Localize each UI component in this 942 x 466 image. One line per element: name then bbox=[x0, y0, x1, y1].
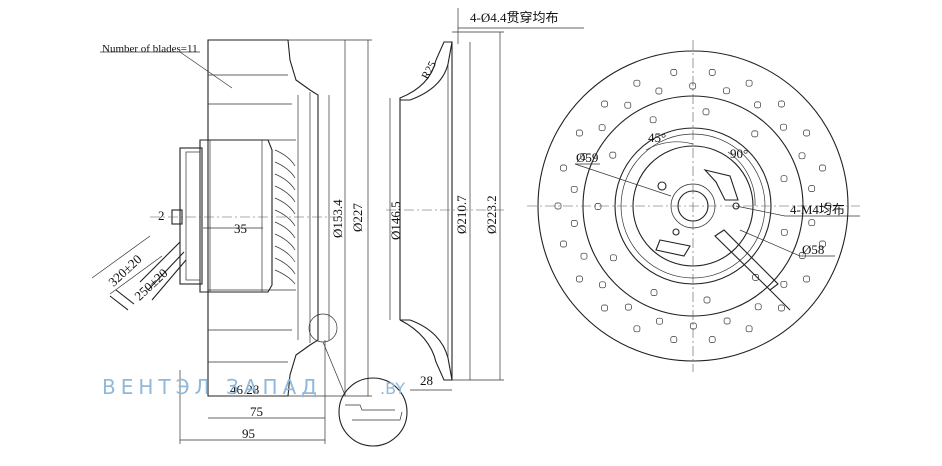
blade-slot bbox=[633, 79, 641, 87]
blade-slot bbox=[650, 289, 658, 296]
blade-slot bbox=[778, 304, 785, 312]
dim-146: Ø146.5 bbox=[388, 201, 403, 240]
blade-slot bbox=[803, 275, 810, 283]
front-view bbox=[527, 40, 860, 372]
blade-slot bbox=[624, 101, 632, 109]
blade-slot bbox=[752, 274, 759, 281]
blade-slot bbox=[708, 69, 716, 76]
blade-slot bbox=[576, 275, 583, 283]
blade-slot bbox=[803, 129, 810, 137]
blade-slot bbox=[598, 124, 606, 132]
section-view bbox=[386, 8, 584, 391]
blade-slot bbox=[601, 100, 608, 108]
blade-slot bbox=[745, 79, 753, 87]
blades-note: Number of blades=11 bbox=[102, 43, 198, 55]
angle-45: 45° bbox=[648, 130, 666, 145]
dim-153: Ø153.4 bbox=[330, 199, 345, 238]
blade-slot bbox=[751, 130, 759, 138]
blade-slot bbox=[754, 101, 761, 109]
dim-320: 320±20 bbox=[105, 251, 144, 289]
blade-slot bbox=[780, 123, 787, 131]
blade-slot bbox=[656, 317, 663, 325]
angle-90: 90° bbox=[730, 146, 748, 161]
blade-slot bbox=[703, 296, 711, 304]
dim-75: 75 bbox=[250, 404, 263, 419]
blade-slot bbox=[655, 87, 663, 95]
blade-slot bbox=[824, 202, 832, 210]
blade-slot bbox=[570, 185, 578, 193]
blade-slot bbox=[670, 336, 678, 343]
dim-28: 28 bbox=[420, 373, 433, 388]
dim-46: 46.28 bbox=[230, 382, 259, 397]
blade-slot bbox=[689, 322, 697, 330]
blade-slot bbox=[780, 175, 788, 183]
dia-58: Ø58 bbox=[802, 242, 824, 257]
blade-slot bbox=[580, 153, 588, 160]
blade-slot bbox=[580, 252, 588, 260]
side-view bbox=[91, 39, 408, 447]
blade-slot bbox=[601, 304, 608, 312]
blade-slot bbox=[798, 152, 806, 160]
blade-slot bbox=[570, 220, 578, 227]
blade-slot bbox=[610, 254, 617, 262]
blade-slot bbox=[708, 336, 716, 343]
blade-slot bbox=[560, 164, 567, 172]
blade-slot bbox=[599, 281, 606, 289]
blade-slot bbox=[723, 87, 730, 95]
blade-slot bbox=[808, 185, 816, 192]
dim-35: 35 bbox=[234, 221, 247, 236]
blade-slot bbox=[609, 151, 617, 159]
blade-slot bbox=[819, 240, 826, 248]
blade-slot bbox=[745, 325, 753, 333]
blade-slot bbox=[778, 100, 785, 108]
blade-slot bbox=[554, 202, 562, 210]
blade-slot bbox=[633, 325, 641, 333]
blade-slot bbox=[594, 203, 602, 210]
dim-210: Ø210.7 bbox=[454, 195, 469, 234]
blade-slot bbox=[723, 317, 731, 325]
blade-slot bbox=[808, 219, 816, 227]
blade-slot bbox=[819, 164, 826, 172]
blade-slot bbox=[625, 303, 632, 311]
watermark-domain: .BY bbox=[380, 379, 405, 398]
blade-slot bbox=[689, 82, 697, 90]
holes-note: 4-Ø4.4贯穿均布 bbox=[470, 10, 558, 25]
dim-223: Ø223.2 bbox=[484, 195, 499, 234]
m4-note: 4-M4均布 bbox=[790, 202, 845, 217]
blade-slot bbox=[702, 108, 710, 116]
blade-slot bbox=[780, 280, 788, 288]
blade-slot bbox=[754, 303, 762, 311]
blade-slot bbox=[780, 228, 788, 236]
blade-slot bbox=[560, 240, 567, 248]
dia-59: Ø59 bbox=[576, 150, 598, 165]
motor-fins bbox=[274, 149, 296, 285]
dim-2: 2 bbox=[158, 208, 165, 223]
blade-slot bbox=[649, 116, 657, 124]
watermark-brand: ВЕНТЭЛ ЗАПАД bbox=[102, 375, 322, 399]
blade-slot bbox=[576, 129, 583, 137]
blade-slot bbox=[670, 69, 678, 76]
r25-label: R25 bbox=[420, 59, 439, 81]
dim-95: 95 bbox=[242, 426, 255, 441]
blade-slots bbox=[554, 69, 832, 343]
dim-227: Ø227 bbox=[350, 203, 365, 232]
